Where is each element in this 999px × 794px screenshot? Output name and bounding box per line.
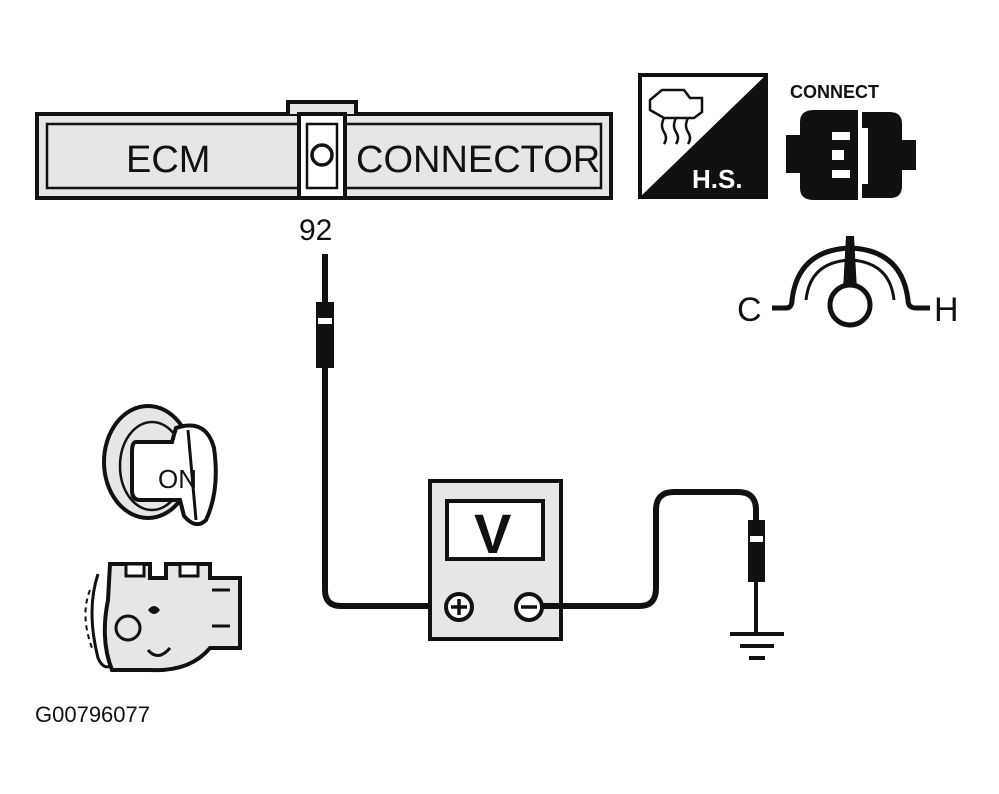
positive-probe: [316, 254, 440, 609]
negative-probe: [542, 489, 765, 632]
ground-symbol-icon: [730, 632, 784, 660]
gauge-hot-label: H: [934, 291, 959, 329]
voltmeter: V: [428, 479, 563, 641]
connect-icon: CONNECT: [786, 82, 916, 200]
figure-id: G00796077: [35, 702, 150, 727]
hot-start-label: H.S.: [692, 164, 743, 194]
ecm-label: ECM: [126, 139, 210, 181]
connect-label: CONNECT: [790, 82, 879, 102]
ecm-connector: ECM CONNECTOR: [35, 100, 613, 200]
engine-steam-icon: [648, 88, 704, 145]
temperature-gauge-icon: C H: [737, 236, 959, 329]
voltmeter-display-label: V: [474, 502, 511, 565]
connector-pin-terminal: [310, 143, 334, 167]
ignition-key-on-icon: ON: [102, 404, 218, 527]
gauge-cold-label: C: [737, 291, 762, 329]
hot-start-icon: H.S.: [638, 73, 768, 199]
pin-number: 92: [299, 214, 332, 247]
engine-running-icon: [84, 562, 242, 673]
voltmeter-display: [445, 499, 545, 561]
negative-terminal-icon: [514, 592, 544, 622]
positive-terminal-icon: [444, 592, 474, 622]
connector-label: CONNECTOR: [356, 139, 600, 181]
ignition-on-label: ON: [158, 464, 197, 494]
